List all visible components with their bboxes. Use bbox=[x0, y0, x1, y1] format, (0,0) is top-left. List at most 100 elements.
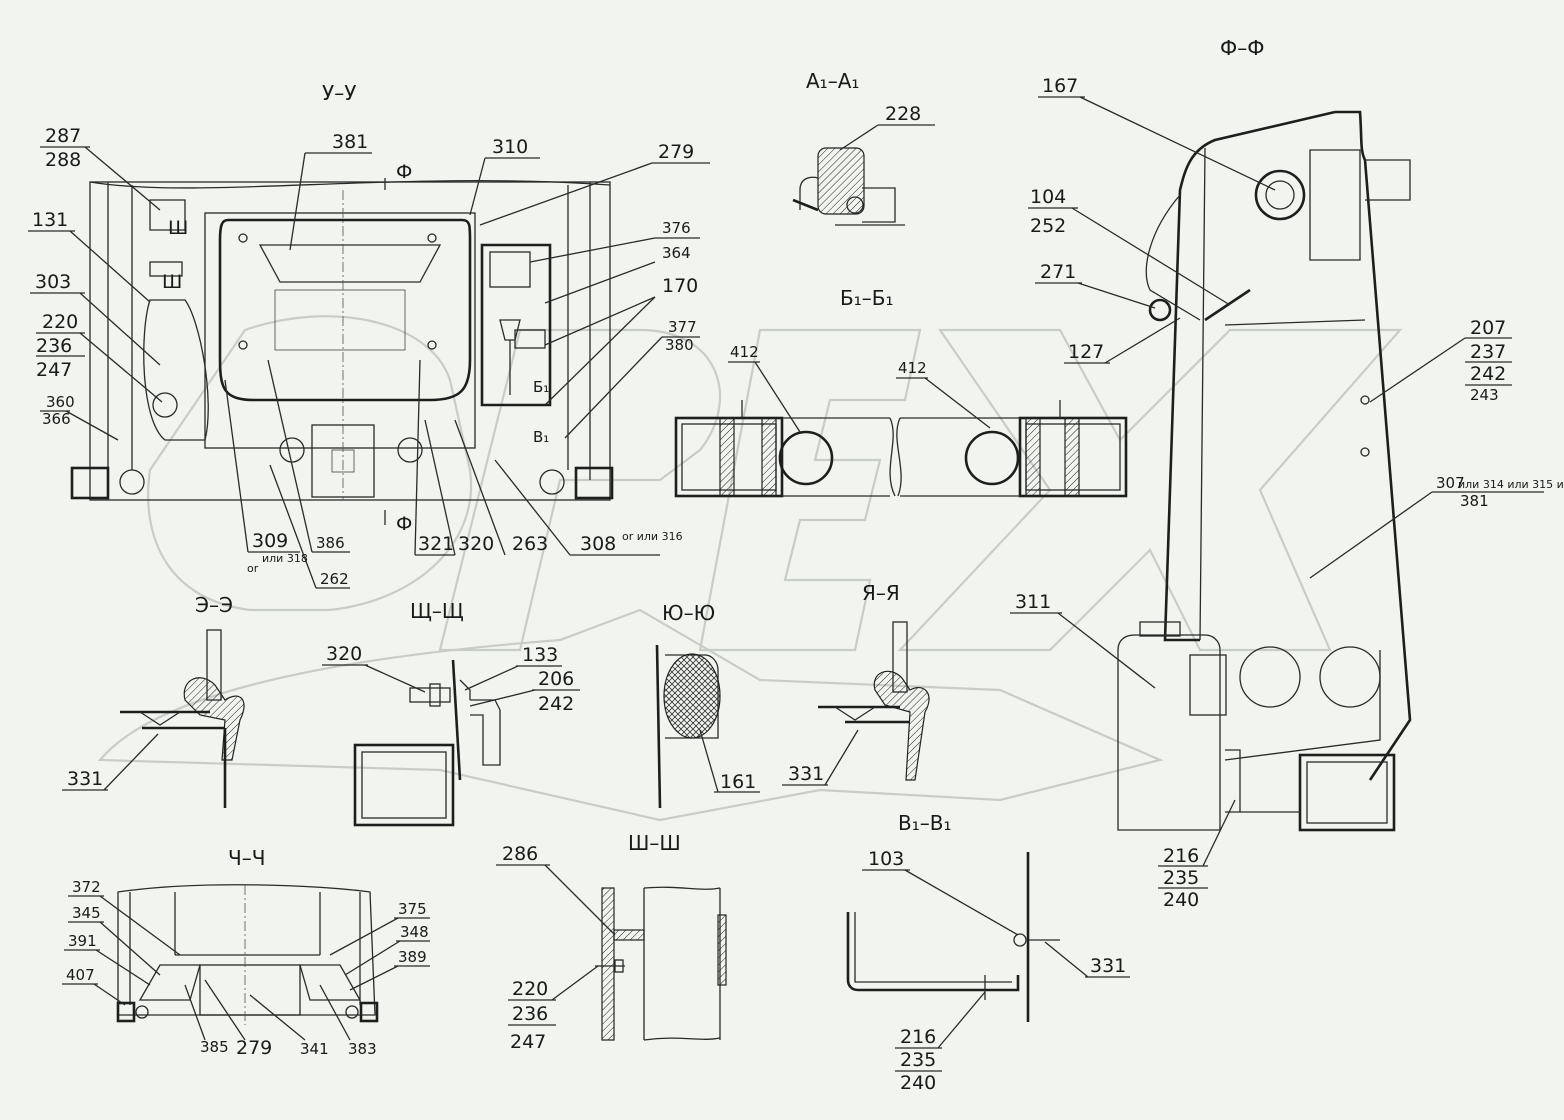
label-381: 381 bbox=[332, 131, 368, 153]
label-161: 161 bbox=[720, 771, 756, 793]
label-307-note: или 314 или 315 или 319 bbox=[1458, 478, 1564, 491]
label-309: 309 bbox=[252, 530, 288, 552]
marker-b1: Б₁ bbox=[533, 378, 549, 396]
label-252: 252 bbox=[1030, 215, 1066, 237]
marker-sh-1: Ш bbox=[168, 217, 188, 239]
label-391: 391 bbox=[68, 932, 97, 950]
view-yy: У–У Ф Ф Ш bbox=[28, 81, 710, 589]
label-127: 127 bbox=[1068, 341, 1104, 363]
label-240-ff: 240 bbox=[1163, 889, 1199, 911]
section-title-chch: Ч–Ч bbox=[228, 846, 265, 870]
label-243: 243 bbox=[1470, 386, 1499, 404]
label-364: 364 bbox=[662, 244, 691, 262]
label-216-v1: 216 bbox=[900, 1026, 936, 1048]
label-331-v1: 331 bbox=[1090, 955, 1126, 977]
label-320-shch: 320 bbox=[326, 643, 362, 665]
label-341: 341 bbox=[300, 1040, 329, 1058]
label-240-v1: 240 bbox=[900, 1072, 936, 1094]
label-310: 310 bbox=[492, 136, 528, 158]
section-title-b1: Б₁–Б₁ bbox=[840, 286, 893, 310]
label-235-ff: 235 bbox=[1163, 867, 1199, 889]
marker-f-bottom: Ф bbox=[396, 513, 412, 535]
label-242-shch: 242 bbox=[538, 693, 574, 715]
section-title-ya: Я–Я bbox=[862, 581, 900, 605]
label-375: 375 bbox=[398, 900, 427, 918]
label-263: 263 bbox=[512, 533, 548, 555]
label-360: 360 bbox=[46, 393, 75, 411]
section-shsh: Ш–Ш 286 220 236 247 bbox=[496, 831, 727, 1053]
label-386: 386 bbox=[316, 534, 345, 552]
section-b1: Б₁–Б₁ 412 412 bbox=[674, 286, 1128, 498]
section-title-yy: У–У bbox=[322, 81, 356, 105]
label-279-chch: 279 bbox=[236, 1037, 272, 1059]
section-title-ee: Э–Э bbox=[195, 593, 233, 617]
label-307: 307 bbox=[1436, 474, 1465, 492]
section-ee: Э–Э 331 bbox=[62, 593, 245, 808]
label-247-shsh: 247 bbox=[510, 1031, 546, 1053]
label-309-note: или 318 bbox=[262, 552, 308, 565]
section-title-shsh: Ш–Ш bbox=[628, 831, 681, 855]
label-167: 167 bbox=[1042, 75, 1078, 97]
label-104: 104 bbox=[1030, 186, 1066, 208]
label-389: 389 bbox=[398, 948, 427, 966]
marker-v1: В₁ bbox=[533, 428, 549, 446]
label-412-left: 412 bbox=[730, 343, 759, 361]
label-331-ya: 331 bbox=[788, 763, 824, 785]
section-chch: Ч–Ч 372 345 391 407 375 348 389 3 bbox=[62, 846, 430, 1059]
label-262: 262 bbox=[320, 570, 349, 588]
label-303: 303 bbox=[35, 271, 71, 293]
label-288: 288 bbox=[45, 149, 81, 171]
section-title-v1: В₁–В₁ bbox=[898, 811, 951, 835]
label-271: 271 bbox=[1040, 261, 1076, 283]
section-title-shch: Щ–Щ bbox=[410, 599, 464, 623]
section-title-yu: Ю–Ю bbox=[662, 601, 715, 625]
label-308-note: or или 316 bbox=[622, 530, 683, 543]
label-321: 321 bbox=[418, 533, 454, 555]
label-228: 228 bbox=[885, 103, 921, 125]
label-131: 131 bbox=[32, 209, 68, 231]
marker-sh-2: Ш bbox=[162, 271, 182, 293]
label-235-v1: 235 bbox=[900, 1049, 936, 1071]
label-103: 103 bbox=[868, 848, 904, 870]
label-170: 170 bbox=[662, 275, 698, 297]
label-220-top: 220 bbox=[42, 311, 78, 333]
label-320-top: 320 bbox=[458, 533, 494, 555]
label-372: 372 bbox=[72, 878, 101, 896]
label-236-top: 236 bbox=[36, 335, 72, 357]
label-242-right: 242 bbox=[1470, 363, 1506, 385]
label-216-ff: 216 bbox=[1163, 845, 1199, 867]
label-207: 207 bbox=[1470, 317, 1506, 339]
label-377: 377 bbox=[668, 318, 697, 336]
label-366: 366 bbox=[42, 410, 71, 428]
section-title-a1: А₁–А₁ bbox=[806, 69, 859, 93]
section-yu: Ю–Ю 161 bbox=[655, 601, 760, 809]
section-ya: Я–Я 331 bbox=[782, 581, 930, 786]
label-380: 380 bbox=[665, 336, 694, 354]
label-308: 308 bbox=[580, 533, 616, 555]
label-206: 206 bbox=[538, 668, 574, 690]
label-348: 348 bbox=[400, 923, 429, 941]
section-v1: В₁–В₁ 103 331 216 235 240 bbox=[846, 811, 1130, 1094]
watermark bbox=[97, 315, 1403, 822]
label-345: 345 bbox=[72, 904, 101, 922]
label-247-top: 247 bbox=[36, 359, 72, 381]
label-385: 385 bbox=[200, 1038, 229, 1056]
section-title-ff: Ф–Ф bbox=[1220, 36, 1264, 60]
label-309-or: or bbox=[247, 562, 259, 575]
label-286: 286 bbox=[502, 843, 538, 865]
label-407: 407 bbox=[66, 966, 95, 984]
section-a1: А₁–А₁ 228 bbox=[792, 69, 935, 226]
label-236-shsh: 236 bbox=[512, 1003, 548, 1025]
label-311: 311 bbox=[1015, 591, 1051, 613]
label-133: 133 bbox=[522, 644, 558, 666]
label-237: 237 bbox=[1470, 341, 1506, 363]
label-287: 287 bbox=[45, 125, 81, 147]
marker-f-top: Ф bbox=[396, 161, 412, 183]
label-412-right: 412 bbox=[898, 359, 927, 377]
label-279-top: 279 bbox=[658, 141, 694, 163]
label-383: 383 bbox=[348, 1040, 377, 1058]
label-376: 376 bbox=[662, 219, 691, 237]
section-shch: Щ–Щ 320 133 206 242 bbox=[322, 599, 580, 827]
section-ff: Ф–Ф 167 104 252 271 127 20 bbox=[1010, 36, 1564, 911]
